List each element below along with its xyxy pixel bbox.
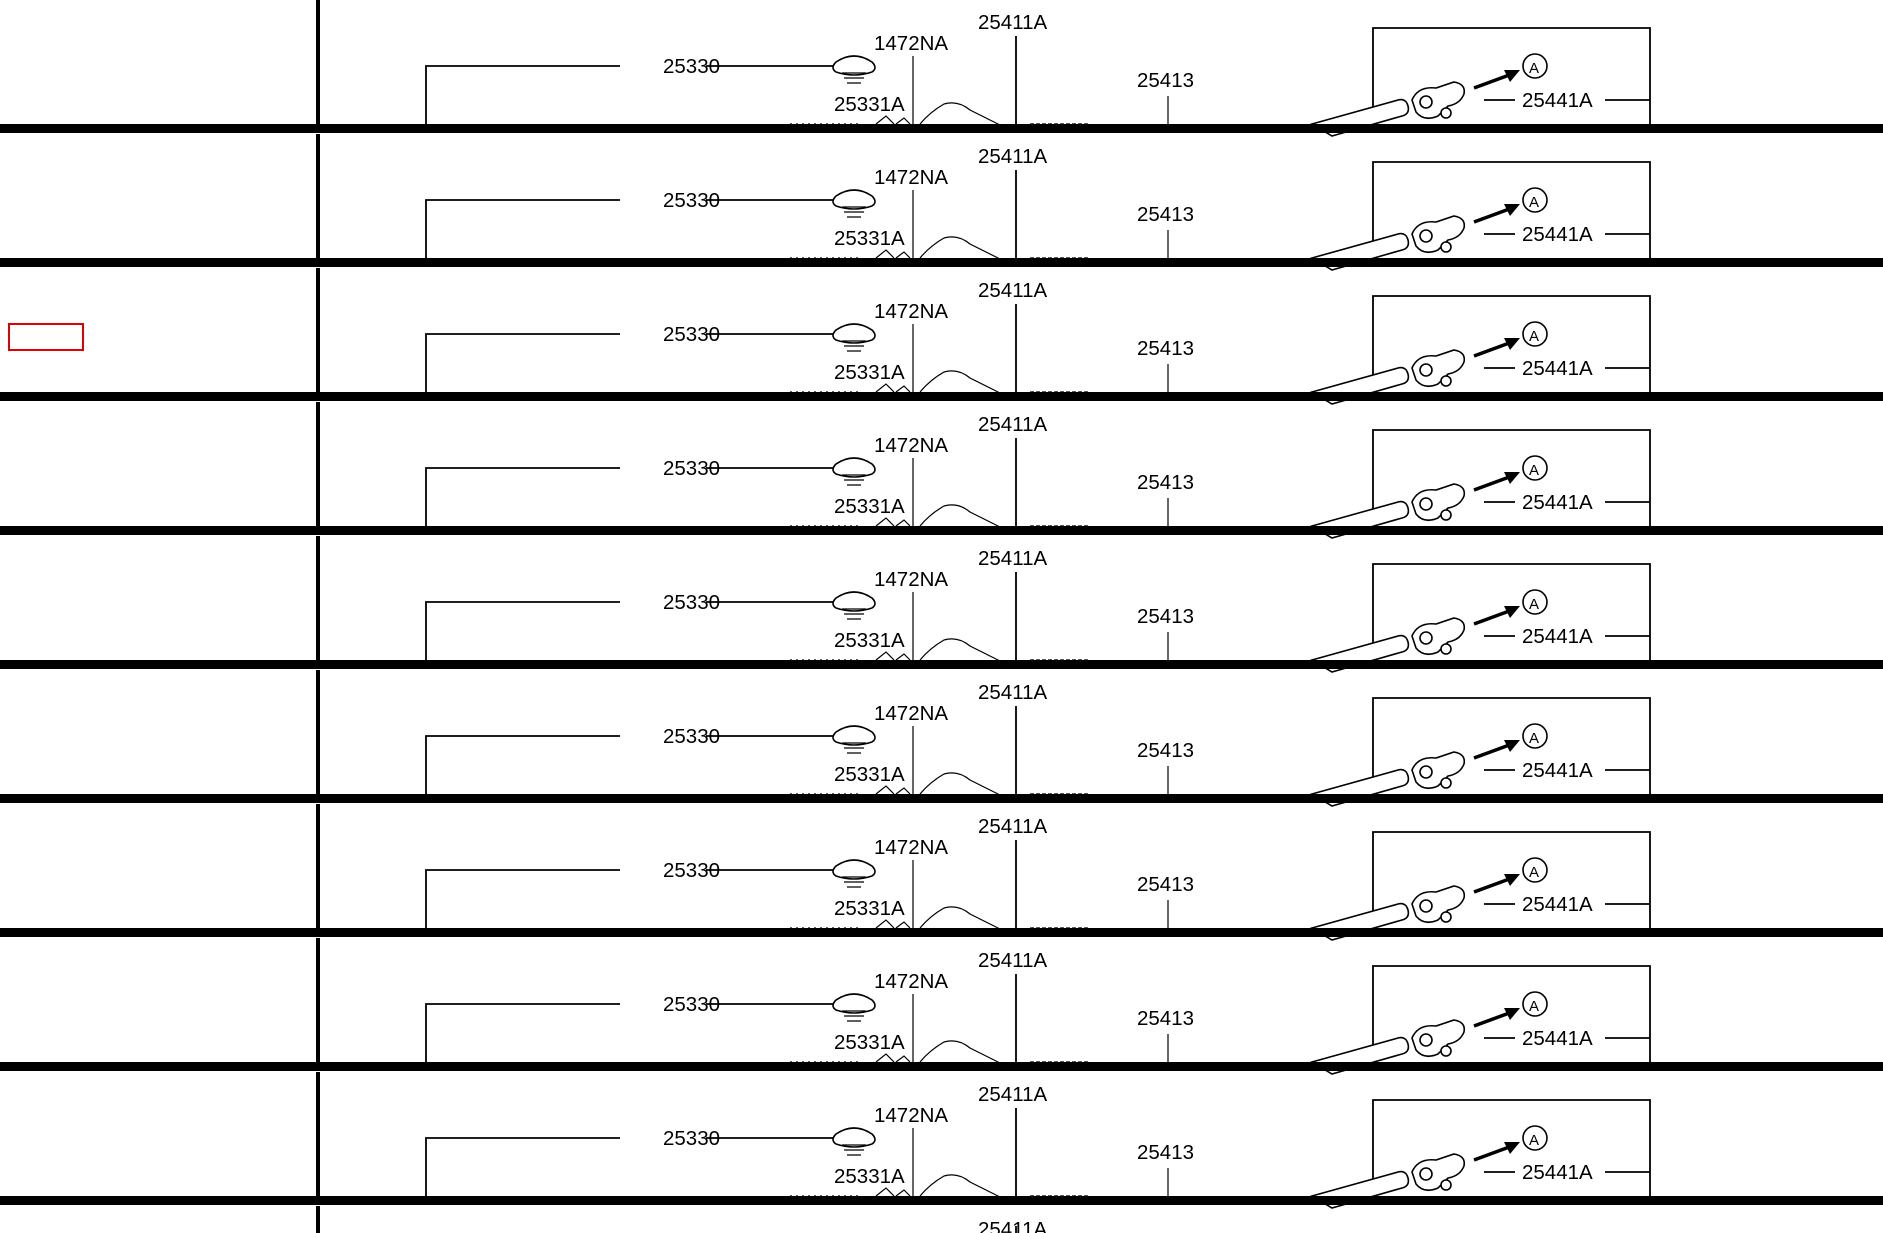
strip-divider — [0, 526, 1883, 535]
label-lower-hose: 25413 — [1137, 1007, 1194, 1030]
label-reservoir: 1472NA — [874, 300, 948, 323]
detail-marker: A — [1529, 730, 1539, 747]
label-upper-hose: 25411A — [978, 413, 1047, 436]
label-bracket: 25441A — [1522, 1161, 1593, 1184]
label-clamp: 25331A — [834, 897, 905, 920]
diagram-strip-3: 25330 1472NA 25331A 25411A 25413 25441A … — [316, 266, 1652, 406]
label-radiator-cap: 25330 — [663, 725, 720, 748]
strip-divider — [0, 794, 1883, 803]
label-reservoir: 1472NA — [874, 166, 948, 189]
label-radiator-cap: 25330 — [663, 189, 720, 212]
label-upper-hose: 25411A — [978, 547, 1047, 570]
label-clamp: 25331A — [834, 1031, 905, 1054]
label-lower-hose: 25413 — [1137, 739, 1194, 762]
detail-marker: A — [1529, 328, 1539, 345]
label-radiator-cap: 25330 — [663, 1127, 720, 1150]
detail-marker: A — [1529, 60, 1539, 77]
diagram-strip-8: 25330 1472NA 25331A 25411A 25413 25441A … — [316, 936, 1652, 1076]
label-bracket: 25441A — [1522, 357, 1593, 380]
label-upper-hose: 25411A — [978, 11, 1047, 34]
detail-marker: A — [1529, 596, 1539, 613]
label-bracket: 25441A — [1522, 625, 1593, 648]
strip-divider — [0, 258, 1883, 267]
label-bracket: 25441A — [1522, 223, 1593, 246]
detail-marker: A — [1529, 864, 1539, 881]
label-bracket: 25441A — [1522, 893, 1593, 916]
strip-divider — [0, 124, 1883, 133]
label-upper-hose: 25411A — [978, 1083, 1047, 1106]
label-reservoir: 1472NA — [874, 32, 948, 55]
label-clamp: 25331A — [834, 629, 905, 652]
label-lower-hose: 25413 — [1137, 203, 1194, 226]
strip-divider — [0, 1196, 1883, 1205]
label-upper-hose: 25411A — [978, 681, 1047, 704]
label-radiator-cap: 25330 — [663, 993, 720, 1016]
strip-divider — [0, 660, 1883, 669]
label-bracket: 25441A — [1522, 89, 1593, 112]
label-clamp: 25331A — [834, 361, 905, 384]
label-radiator-cap: 25330 — [663, 323, 720, 346]
diagram-strip-1: 25330 1472NA 25331A 25411A 25413 25441A … — [316, 0, 1652, 138]
label-reservoir: 1472NA — [874, 1104, 948, 1127]
strip-divider — [0, 1062, 1883, 1071]
label-bracket: 25441A — [1522, 491, 1593, 514]
label-radiator-cap: 25330 — [663, 859, 720, 882]
label-clamp: 25331A — [834, 227, 905, 250]
diagram-strip-9: 25330 1472NA 25331A 25411A 25413 25441A … — [316, 1070, 1652, 1210]
label-upper-hose: 25411A — [978, 145, 1047, 168]
label-reservoir: 1472NA — [874, 434, 948, 457]
label-upper-hose: 25411A — [978, 815, 1047, 838]
diagram-strip-5: 25330 1472NA 25331A 25411A 25413 25441A … — [316, 534, 1652, 674]
label-lower-hose: 25413 — [1137, 69, 1194, 92]
label-radiator-cap: 25330 — [663, 55, 720, 78]
highlight-box[interactable] — [8, 323, 84, 351]
label-lower-hose: 25413 — [1137, 873, 1194, 896]
label-bracket: 25441A — [1522, 1027, 1593, 1050]
label-bracket: 25441A — [1522, 759, 1593, 782]
label-clamp: 25331A — [834, 93, 905, 116]
label-lower-hose: 25413 — [1137, 337, 1194, 360]
detail-marker: A — [1529, 998, 1539, 1015]
label-clamp: 25331A — [834, 1165, 905, 1188]
diagram-strip-4: 25330 1472NA 25331A 25411A 25413 25441A … — [316, 400, 1652, 540]
label-lower-hose: 25413 — [1137, 1141, 1194, 1164]
label-clamp: 25331A — [834, 495, 905, 518]
label-reservoir: 1472NA — [874, 836, 948, 859]
diagram-strip-partial: 25411A — [316, 1206, 1047, 1233]
label-reservoir: 1472NA — [874, 970, 948, 993]
label-reservoir: 1472NA — [874, 702, 948, 725]
label-reservoir: 1472NA — [874, 568, 948, 591]
label-lower-hose: 25413 — [1137, 605, 1194, 628]
label-upper-hose-truncated: 25411A — [978, 1218, 1047, 1233]
strip-divider — [0, 392, 1883, 401]
diagram-strip-6: 25330 1472NA 25331A 25411A 25413 25441A … — [316, 668, 1652, 808]
strip-divider — [0, 928, 1883, 937]
label-upper-hose: 25411A — [978, 949, 1047, 972]
detail-marker: A — [1529, 1132, 1539, 1149]
label-radiator-cap: 25330 — [663, 591, 720, 614]
label-lower-hose: 25413 — [1137, 471, 1194, 494]
diagram-strip-7: 25330 1472NA 25331A 25411A 25413 25441A … — [316, 802, 1652, 942]
label-upper-hose: 25411A — [978, 279, 1047, 302]
detail-marker: A — [1529, 194, 1539, 211]
diagram-strip-2: 25330 1472NA 25331A 25411A 25413 25441A … — [316, 132, 1652, 272]
label-clamp: 25331A — [834, 763, 905, 786]
label-radiator-cap: 25330 — [663, 457, 720, 480]
detail-marker: A — [1529, 462, 1539, 479]
